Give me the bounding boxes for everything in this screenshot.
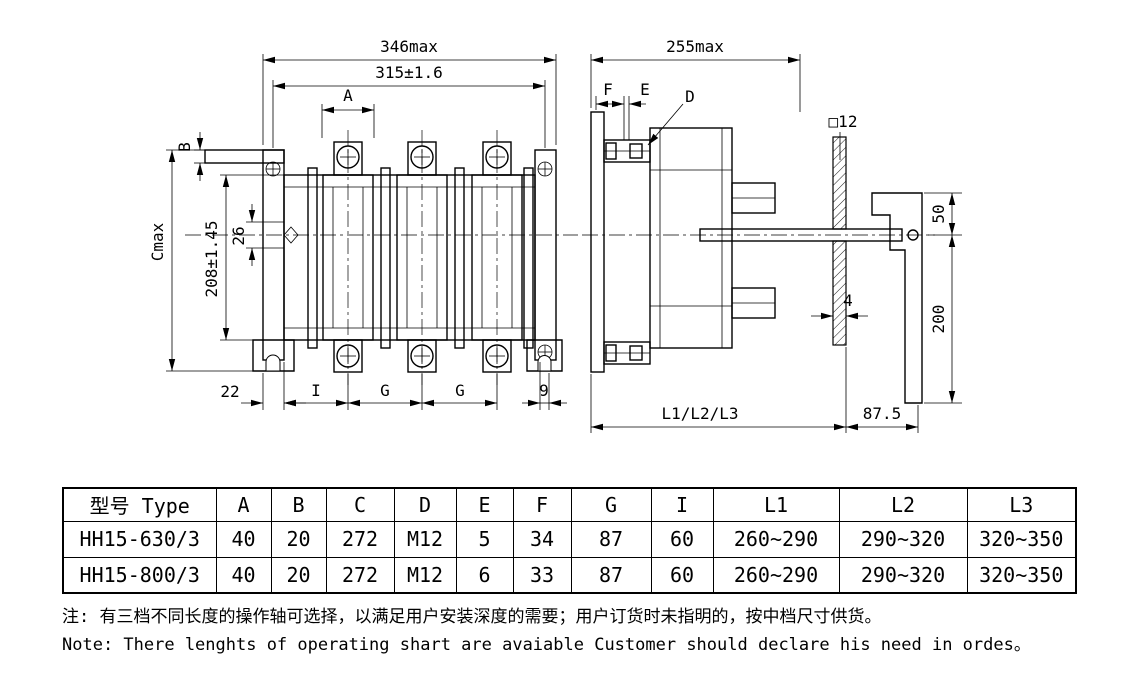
dim-L1L2L3-875: L1/L2/L3 87.5 <box>590 347 919 433</box>
table-cell: 272 <box>325 556 395 594</box>
table-cell: 320~350 <box>966 520 1077 558</box>
table-cell: 272 <box>325 520 395 558</box>
table-row: HH15-800/3 40 20 272 M12 6 33 87 60 260~… <box>62 556 1077 594</box>
panel <box>832 136 847 346</box>
header-cell-L3: L3 <box>966 487 1077 522</box>
technical-drawing: 346max 315±1.6 A B Cmax <box>148 37 962 433</box>
dim-label-G2: G <box>455 381 465 400</box>
dim-Cmax: Cmax <box>148 149 253 372</box>
table-cell: M12 <box>393 520 457 558</box>
header-cell-F: F <box>512 487 572 522</box>
dim-label-G1: G <box>380 381 390 400</box>
body-side <box>649 127 776 349</box>
table-cell: 40 <box>215 520 272 558</box>
dim-label-D: D <box>685 87 695 106</box>
table-cell: 20 <box>270 556 327 594</box>
dim-346max: 346max <box>262 37 557 145</box>
table-cell: 6 <box>455 556 514 594</box>
spec-table: 型号 Type A B C D E F G I L1 L2 L3 HH15-63… <box>62 487 1077 594</box>
dim-label-315: 315±1.6 <box>375 63 442 82</box>
header-cell-L2: L2 <box>838 487 968 522</box>
dim-label-346max: 346max <box>380 37 438 56</box>
dim-50-200: 50 200 <box>924 192 962 404</box>
dim-label-4: 4 <box>843 291 853 310</box>
dim-4: 4 <box>811 291 868 320</box>
side-view: 255max F E D □12 50 200 <box>582 37 962 433</box>
table-cell: 87 <box>570 556 652 594</box>
table-cell: 60 <box>650 556 714 594</box>
pole-3 <box>471 141 523 373</box>
right-bracket <box>526 149 563 372</box>
table-cell: 290~320 <box>838 556 968 594</box>
dim-F-E: F E <box>595 80 650 140</box>
header-cell-E: E <box>455 487 514 522</box>
dim-26: 26 <box>229 204 284 266</box>
dim-label-22: 22 <box>220 382 239 401</box>
table-cell: 260~290 <box>712 556 840 594</box>
pole-1 <box>322 141 374 373</box>
table-cell: 20 <box>270 520 327 558</box>
header-cell-L1: L1 <box>712 487 840 522</box>
pole-2 <box>396 141 448 373</box>
header-cell-D: D <box>393 487 457 522</box>
table-cell: 5 <box>455 520 514 558</box>
model-cell: HH15-800/3 <box>62 556 217 594</box>
dim-B: B <box>175 132 205 181</box>
dim-label-Cmax: Cmax <box>148 222 167 261</box>
dim-label-square12: □12 <box>829 112 858 131</box>
dim-label-208: 208±1.45 <box>202 220 221 297</box>
header-cell-I: I <box>650 487 714 522</box>
operating-shaft <box>699 228 903 242</box>
dim-208: 208±1.45 <box>202 174 284 341</box>
table-cell: 87 <box>570 520 652 558</box>
note-chinese: 注: 有三档不同长度的操作轴可选择，以满足用户安装深度的需要；用户订货时未指明的… <box>62 607 882 627</box>
dim-label-200: 200 <box>929 305 948 334</box>
table-cell: 40 <box>215 556 272 594</box>
table-cell: 60 <box>650 520 714 558</box>
dim-label-255max: 255max <box>666 37 724 56</box>
dim-D: D <box>647 87 695 146</box>
dim-315: 315±1.6 <box>272 63 546 148</box>
mounting-bolts <box>604 142 650 362</box>
table-row: HH15-630/3 40 20 272 M12 5 34 87 60 260~… <box>62 520 1077 558</box>
dim-label-E: E <box>640 80 650 99</box>
header-cell-B: B <box>270 487 327 522</box>
dim-label-A: A <box>343 86 353 105</box>
table-cell: 260~290 <box>712 520 840 558</box>
table-cell: 320~350 <box>966 556 1077 594</box>
dim-label-9: 9 <box>539 381 549 400</box>
dim-255max: 255max <box>590 37 801 112</box>
note-english: Note: There lenghts of operating shart a… <box>62 635 1031 655</box>
dim-label-I: I <box>311 381 321 400</box>
header-cell-A: A <box>215 487 272 522</box>
table-cell: 290~320 <box>838 520 968 558</box>
header-cell-G: G <box>570 487 652 522</box>
dim-A: A <box>321 86 375 138</box>
dim-label-F: F <box>603 80 613 99</box>
dim-label-26: 26 <box>229 226 248 245</box>
model-cell: HH15-630/3 <box>62 520 217 558</box>
header-cell-C: C <box>325 487 395 522</box>
dim-label-50: 50 <box>929 204 948 223</box>
shaft-center-mark <box>283 226 299 244</box>
dim-label-B: B <box>175 142 194 152</box>
dim-label-875: 87.5 <box>863 404 902 423</box>
switch-body <box>283 167 536 349</box>
dim-square-12: □12 <box>829 112 858 160</box>
header-cell-type: 型号 Type <box>62 487 217 522</box>
table-header-row: 型号 Type A B C D E F G I L1 L2 L3 <box>62 487 1077 522</box>
front-view: 346max 315±1.6 A B Cmax <box>148 37 578 410</box>
notes: 注: 有三档不同长度的操作轴可选择，以满足用户安装深度的需要；用户订货时未指明的… <box>62 603 1082 659</box>
table-cell: 33 <box>512 556 572 594</box>
dim-label-L1L2L3: L1/L2/L3 <box>661 404 738 423</box>
table-cell: M12 <box>393 556 457 594</box>
dim-bottom-chain: 22 I G G 9 <box>220 362 567 410</box>
operating-handle <box>871 192 923 404</box>
table-cell: 34 <box>512 520 572 558</box>
